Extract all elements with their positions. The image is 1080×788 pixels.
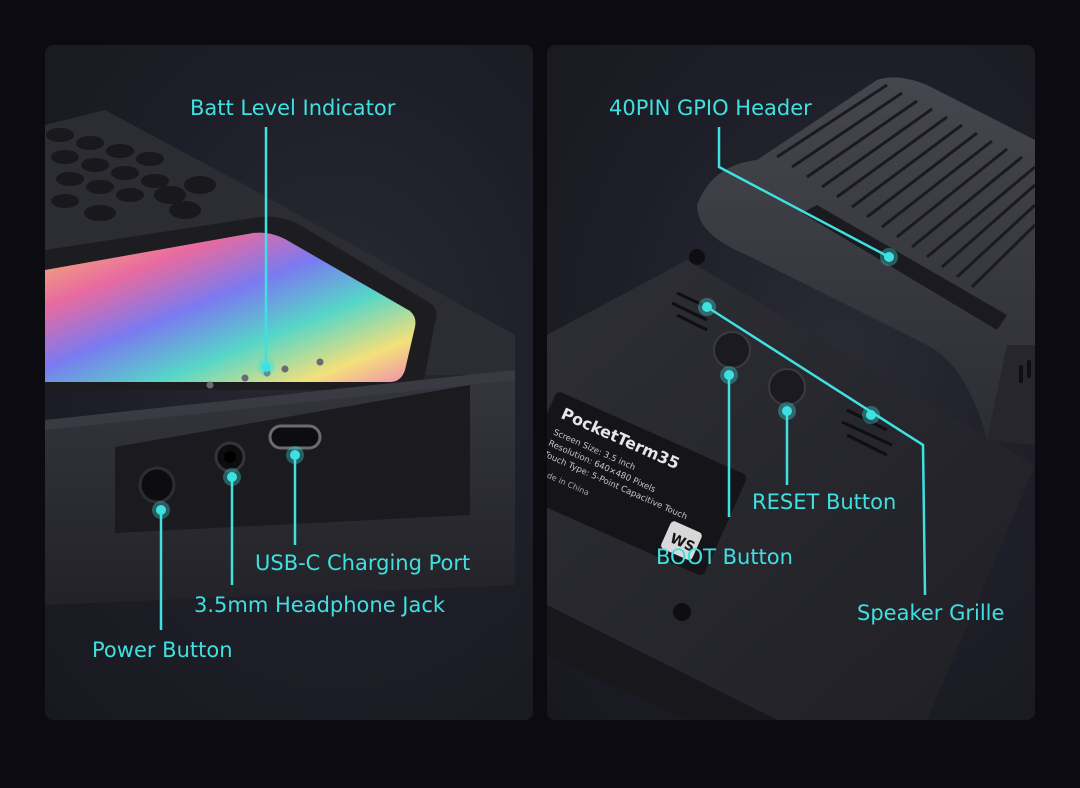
callout-lines-right: [706, 127, 927, 596]
side-vent: [1019, 360, 1031, 383]
back-hump: [697, 77, 1035, 445]
usb-c-charging-port-label: USB-C Charging Port: [255, 551, 471, 575]
callout-dots-right: [702, 252, 894, 420]
boot-button-shape: [713, 331, 751, 369]
callout-dots: [156, 362, 300, 515]
speaker-grille-label: Speaker Grille: [857, 601, 1005, 625]
gpio-slot: [802, 205, 1007, 330]
reset-button-label: RESET Button: [752, 490, 897, 514]
left-panel: Batt Level Indicator USB-C Charging Port…: [45, 45, 533, 720]
right-panel: PocketTerm35 Screen Size: 3.5 inch Resol…: [547, 45, 1035, 720]
led-indicators: [206, 358, 324, 389]
batt-level-indicator-label: Batt Level Indicator: [190, 96, 396, 120]
power-button-shape: [138, 466, 176, 504]
callout-lines: [159, 127, 297, 630]
speaker-slots-right: [841, 408, 893, 457]
gpio-header-label: 40PIN GPIO Header: [609, 96, 812, 120]
device-front-illustration: [45, 110, 515, 630]
grille-lines: [776, 83, 1035, 289]
keyboard-keys: [46, 128, 216, 221]
boot-button-label: BOOT Button: [656, 545, 793, 569]
screw-holes: [673, 249, 705, 621]
reset-button-shape: [768, 368, 806, 406]
speaker-slots-left: [671, 291, 708, 332]
product-label: PocketTerm35 Screen Size: 3.5 inch Resol…: [547, 391, 748, 577]
usb-c-port-shape: [268, 424, 322, 450]
headphone-jack-label: 3.5mm Headphone Jack: [194, 593, 446, 617]
device-back-illustration: PocketTerm35 Screen Size: 3.5 inch Resol…: [547, 77, 1035, 720]
screen: [45, 232, 416, 382]
power-button-label: Power Button: [92, 638, 233, 662]
ws-logo-icon: [661, 521, 702, 560]
back-plate: [547, 260, 1035, 720]
